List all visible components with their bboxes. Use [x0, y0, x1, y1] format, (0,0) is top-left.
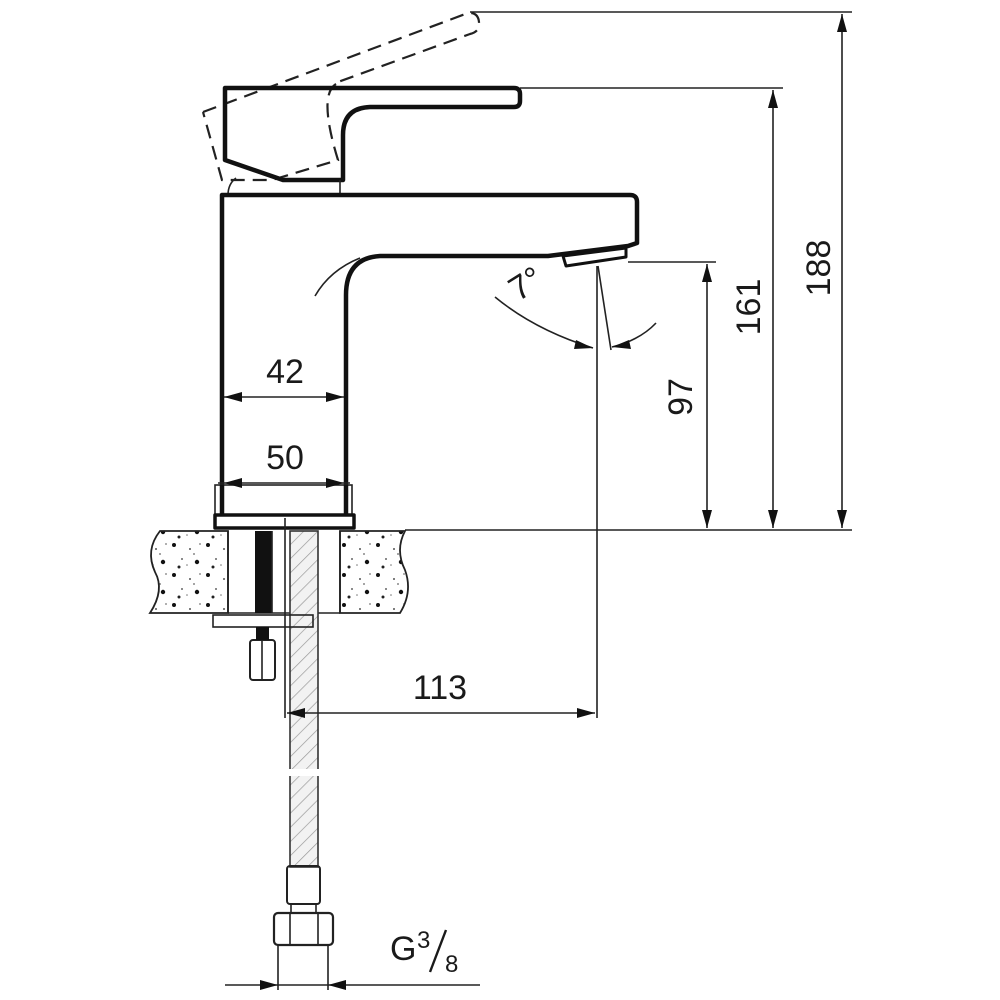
hex-nut [272, 911, 335, 947]
dim-161-label: 161 [730, 279, 768, 336]
svg-text:G: G [390, 930, 416, 968]
body-curve-hint [314, 257, 361, 297]
nut-stud [256, 627, 269, 640]
hose-ferrule [286, 865, 321, 905]
dim-42-label: 42 [266, 353, 304, 391]
dim-113-label: 113 [413, 669, 467, 707]
dim-angle-label: 7° [502, 259, 550, 308]
dim-97-label: 97 [662, 378, 700, 416]
flexible-hose-lower [289, 774, 319, 868]
svg-text:3: 3 [417, 927, 430, 954]
spout-aerator [561, 246, 628, 268]
extension-lines [277, 11, 852, 990]
thread-size-label: G 3 8 [390, 927, 458, 978]
svg-text:8: 8 [445, 951, 458, 978]
base-collar [214, 484, 353, 516]
lever-handle [222, 85, 523, 183]
flexible-hose-upper [289, 530, 319, 772]
dimension-lines [218, 14, 847, 990]
countertop-right [339, 530, 409, 614]
countertop-left [148, 530, 229, 614]
dim-188-label: 188 [800, 240, 838, 297]
threaded-rod [255, 531, 272, 613]
dim-50-label: 50 [266, 439, 304, 477]
tap-body [219, 192, 640, 485]
hose-break-gap [286, 769, 322, 776]
hose-neck [290, 903, 317, 914]
